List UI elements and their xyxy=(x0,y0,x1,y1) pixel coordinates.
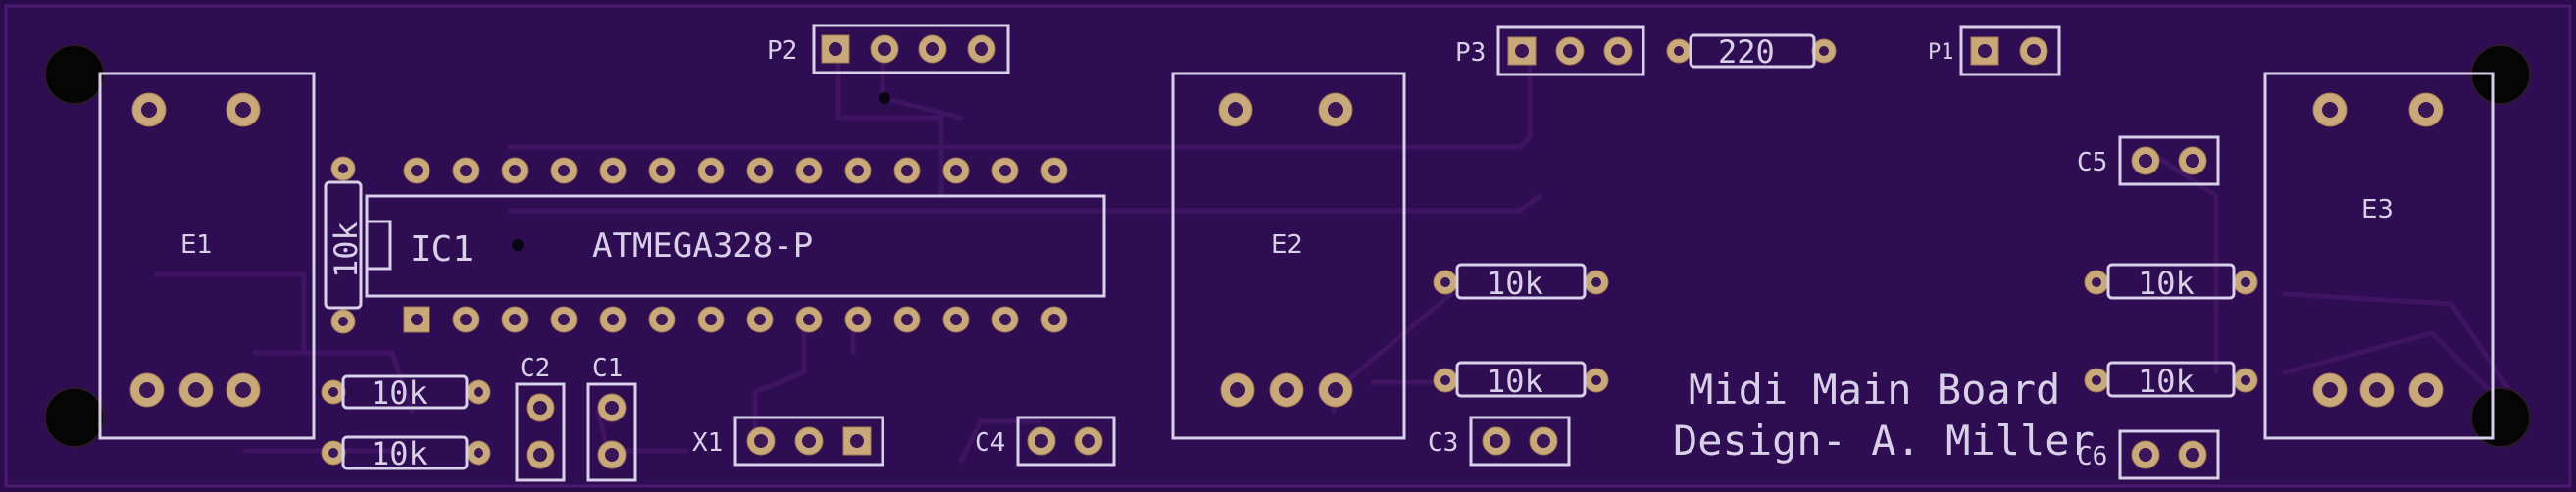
capacitor-c6: C6 xyxy=(2077,429,2220,480)
jack-e3: E3 xyxy=(2263,72,2495,440)
capacitor-c3: C3 xyxy=(1428,416,1571,467)
header-p2-label: P2 xyxy=(767,36,797,66)
crystal-x1: X1 xyxy=(692,416,884,467)
capacitor-c2-label: C2 xyxy=(520,354,550,383)
resistor-10k-a-label: 10k xyxy=(371,374,428,412)
header-p2: P2 xyxy=(767,24,1010,104)
capacitor-c4-label: C4 xyxy=(975,428,1005,458)
resistor-220: 220 xyxy=(1666,33,1837,71)
resistor-10k-d: 10k xyxy=(1433,361,1609,400)
capacitor-c5-label: C5 xyxy=(2077,148,2107,177)
ic1-bottom-pins xyxy=(403,306,1068,333)
header-p3: P3 xyxy=(1455,25,1645,76)
header-p1: P1 xyxy=(1928,25,2061,76)
capacitor-c5: C5 xyxy=(2077,135,2220,186)
resistor-10k-e-label: 10k xyxy=(2138,265,2195,302)
crystal-x1-label: X1 xyxy=(692,428,723,458)
header-p3-label: P3 xyxy=(1455,38,1486,68)
resistor-10k-d-label: 10k xyxy=(1487,363,1543,400)
ic1-part: ATMEGA328-P xyxy=(592,226,813,266)
board-title: Midi Main Board Design- A. Miller xyxy=(1673,366,2095,465)
capacitor-c1-label: C1 xyxy=(592,354,623,383)
ic1-ref: IC1 xyxy=(410,229,474,270)
jack-e1-label: E1 xyxy=(180,230,213,260)
board-title-line1: Midi Main Board xyxy=(1689,366,2060,414)
jack-e3-label: E3 xyxy=(2361,195,2394,224)
capacitor-c6-label: C6 xyxy=(2077,442,2107,471)
resistor-10k-f: 10k xyxy=(2084,361,2258,400)
mounting-hole-icon xyxy=(44,387,105,448)
board-title-line2: Design- A. Miller xyxy=(1673,417,2095,465)
jack-e1: E1 xyxy=(98,72,316,440)
mounting-hole-icon xyxy=(2470,387,2531,448)
resistor-10k-f-label: 10k xyxy=(2138,363,2195,400)
jack-e2-label: E2 xyxy=(1271,230,1303,260)
resistor-10k-c: 10k xyxy=(1433,263,1609,302)
resistor-10k-a: 10k xyxy=(321,374,491,412)
header-p1-label: P1 xyxy=(1928,40,1954,65)
capacitor-c2: C2 xyxy=(515,354,566,482)
resistor-220-label: 220 xyxy=(1718,33,1775,71)
resistor-10k-b-label: 10k xyxy=(371,435,428,472)
resistor-10k-c-label: 10k xyxy=(1487,265,1543,302)
resistor-10k-vertical-label: 10k xyxy=(328,221,365,278)
jack-e2: E2 xyxy=(1171,72,1406,440)
capacitor-c1: C1 xyxy=(586,354,637,482)
capacitor-c4: C4 xyxy=(975,416,1116,467)
resistor-10k-b: 10k xyxy=(321,435,491,472)
ic1-top-pins xyxy=(403,157,1068,184)
capacitor-c3-label: C3 xyxy=(1428,428,1458,458)
mounting-holes xyxy=(44,44,2531,448)
resistor-10k-e: 10k xyxy=(2084,263,2258,302)
resistor-10k-vertical: 10k xyxy=(324,156,365,334)
mounting-hole-icon xyxy=(44,44,105,105)
ic1-atmega: IC1 ATMEGA328-P xyxy=(365,157,1106,333)
